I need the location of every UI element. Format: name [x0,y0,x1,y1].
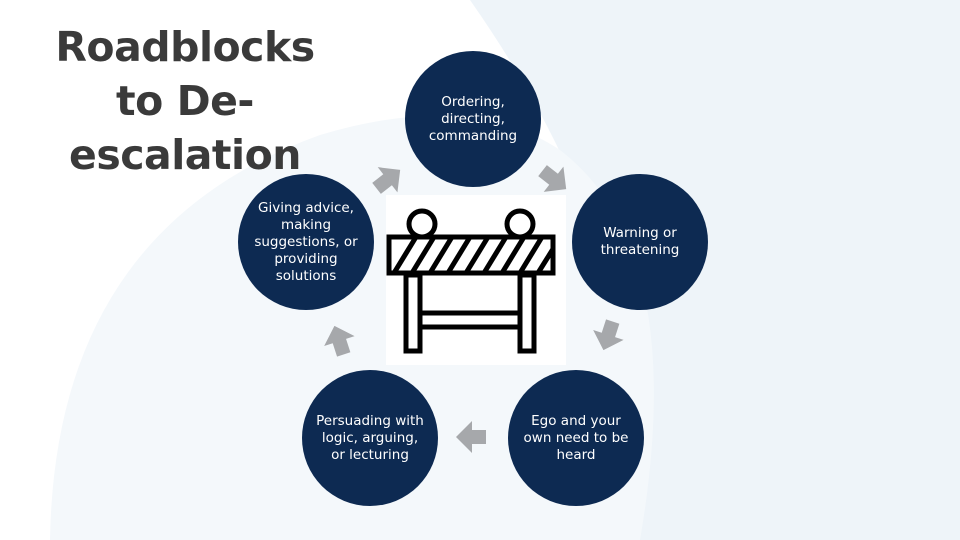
cycle-node-label: Persuading with logic, arguing, or lectu… [316,412,424,463]
background-curve-right [470,0,960,540]
cycle-node-label: Warning or threatening [600,225,680,258]
cycle-node-ordering: Ordering, directing, commanding [405,51,541,187]
cycle-node-label: Ego and your own need to be heard [523,412,629,463]
cycle-node-warning: Warning or threatening [572,174,708,310]
cycle-arrow [456,421,486,453]
cycle-arrow [324,325,355,357]
cycle-node-persuading: Persuading with logic, arguing, or lectu… [302,370,438,506]
cycle-node-label: Ordering, directing, commanding [428,93,518,144]
cycle-arrow [538,165,567,192]
cycle-arrow [593,319,624,351]
cycle-node-ego: Ego and your own need to be heard [508,370,644,506]
cycle-node-label: Giving advice, making suggestions, or pr… [254,199,358,284]
roadblock-barrier-icon [386,195,566,365]
cycle-arrow [372,167,401,194]
cycle-node-advice: Giving advice, making suggestions, or pr… [238,174,374,310]
slide-title: Roadblocks to De-escalation [55,23,315,179]
